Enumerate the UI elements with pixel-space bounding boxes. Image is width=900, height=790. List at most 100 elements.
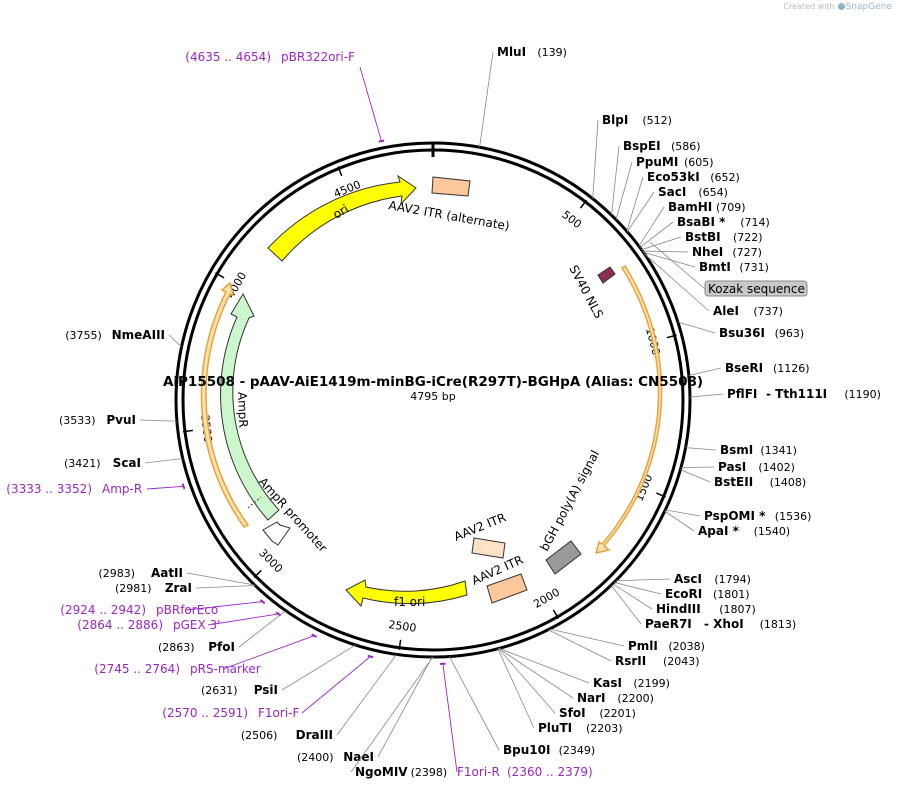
enzyme-name: Eco53kI [647,170,700,184]
enzyme-site[interactable]: Bpu10I(2349) [448,656,595,757]
enzyme-site[interactable]: AscI(1794) [615,572,751,586]
enzyme-site[interactable]: PasI(1402) [680,460,795,474]
enzyme-site[interactable]: BsmI(1341) [685,443,797,457]
enzyme-name: PpuMI [636,155,678,169]
enzyme-connector [677,321,716,334]
enzyme-connector [680,466,715,469]
feature-ampr-promoter-arrow[interactable] [262,521,291,546]
feature-ampr-cassette-arrow[interactable] [200,281,250,528]
enzyme-connector [626,176,644,232]
enzyme-site[interactable]: BsaBI *(714) [639,215,770,248]
primer-site[interactable]: (2924 .. 2942)pBRforEco [60,599,266,617]
primer-mark [181,483,186,490]
enzyme-position: (2506) [241,729,278,742]
enzyme-name: ApaI * [698,524,740,538]
enzyme-site[interactable]: SacI(654) [626,185,728,232]
enzyme-site[interactable]: NaeI(2400) [297,656,433,764]
feature-f1ori-arrow[interactable] [345,579,468,608]
primer-connector [222,635,315,670]
feature-ori-arrow[interactable] [267,174,417,262]
feature-bgh-polya-box[interactable] [545,540,582,575]
enzyme-site[interactable]: BspEI(586) [611,139,701,216]
feature-aav2-itr-alt-box[interactable] [431,176,471,197]
enzyme-position: (3421) [64,457,101,470]
enzyme-site[interactable]: BseRI(1126) [688,361,810,376]
feature-icre-arrow[interactable] [594,264,663,555]
enzyme-site[interactable]: ApaI *(1540) [664,510,790,538]
primer-mark [259,599,266,605]
enzyme-site[interactable]: ScaI(3421) [64,456,183,470]
feature-aav2-itr-box[interactable] [486,573,528,604]
enzyme-site[interactable]: EcoRI(1801) [613,582,750,601]
enzyme-name: NheI [692,245,723,259]
enzyme-site[interactable]: NarI(2200) [498,648,654,705]
feature-sv40-nls-label: SV40 NLS [566,263,606,321]
enzyme-connector [688,367,722,376]
enzyme-site[interactable]: RsrII(2043) [547,629,700,668]
enzyme-site[interactable]: - XhoI(1813) [704,617,796,631]
enzyme-site[interactable]: NmeAIII(3755) [65,328,182,348]
primer-site[interactable]: (2745 .. 2764)pRS-marker [94,633,318,676]
enzyme-name: BsaBI * [677,215,726,229]
enzyme-connector [615,578,671,582]
enzyme-name: DraIII [296,728,333,742]
enzyme-connector [689,393,724,398]
primer-mark [367,654,374,659]
enzyme-position: (2200) [617,692,654,705]
enzyme-site[interactable]: DraIII (2506) [241,654,397,742]
enzyme-site[interactable]: BmtI(731) [643,251,769,274]
enzyme-site[interactable]: HindIII(1807) [612,583,756,616]
primer-site[interactable]: (2360 .. 2379)F1ori-R [440,662,593,779]
enzyme-site[interactable]: PpuMI(605) [615,155,714,220]
enzyme-site[interactable]: PfoI(2863) [158,610,287,654]
enzyme-site[interactable]: PluTI(2203) [497,648,623,735]
snapgene-logo-icon [837,3,845,10]
enzyme-connector [615,161,633,220]
enzyme-site[interactable]: BlpI(512) [592,113,672,199]
enzyme-site[interactable]: BstEII(1408) [680,469,806,489]
enzyme-site[interactable]: ZraI(2981) [115,581,256,595]
primer-range: (2864 .. 2886) [77,618,163,632]
enzyme-site[interactable]: AleI(737) [644,253,783,318]
tick-mark [337,166,343,177]
primer-site[interactable]: (3333 .. 3352)Amp-R [6,482,186,496]
enzyme-site[interactable]: PsiI(2631) [201,644,356,697]
enzyme-site[interactable]: MluI(139) [479,45,567,148]
enzyme-site[interactable]: PmlI(2038) [549,628,705,653]
primer-site[interactable]: (2864 .. 2886)pGEX 3' [77,611,282,632]
enzyme-position: (1801) [713,588,750,601]
enzyme-connector [665,509,701,517]
enzyme-site[interactable]: SfoI(2201) [498,648,636,720]
enzyme-site[interactable]: BamHI(709) [638,200,746,247]
feature-sv40-nls-box[interactable] [597,266,616,284]
enzyme-name: BamHI [668,200,712,214]
enzyme-site[interactable]: Eco53kI(652) [626,170,740,232]
feature-ampr-arrow[interactable] [220,292,280,521]
primer-site[interactable]: (4635 .. 4654)pBR322ori-F [185,50,385,143]
enzyme-site[interactable]: Bsu36I(963) [677,321,804,340]
enzyme-name: BmtI [699,260,731,274]
enzyme-name: ZraI [165,581,192,595]
enzyme-name: Bpu10I [503,743,550,757]
enzyme-site[interactable]: PspOMI *(1536) [665,509,811,523]
primer-range: (3333 .. 3352) [6,482,92,496]
enzyme-site[interactable]: NgoMIV(2398) [350,656,447,779]
enzyme-connector [139,419,177,422]
enzyme-site[interactable]: PflFI [689,387,757,401]
primer-site[interactable]: (2570 .. 2591)F1ori-F [162,654,374,720]
enzyme-site[interactable]: NheI(727) [642,245,762,259]
enzyme-name: RsrII [615,654,646,668]
enzyme-site[interactable]: PaeR7I [610,584,692,631]
feature-aav2-itr-light-box[interactable] [471,537,506,559]
enzyme-position: (1190) [844,388,881,401]
enzyme-site[interactable]: BstBI(722) [641,230,763,251]
enzyme-name: PflFI [727,387,757,401]
enzyme-connector [613,582,662,595]
enzyme-site[interactable]: - Tth111I(1190) [766,387,881,401]
enzyme-name: BspEI [623,139,661,153]
enzyme-site[interactable]: PvuI(3533) [59,413,177,427]
enzyme-site[interactable]: KasI(2199) [498,647,670,690]
enzyme-site[interactable]: AatII(2983) [98,566,255,586]
